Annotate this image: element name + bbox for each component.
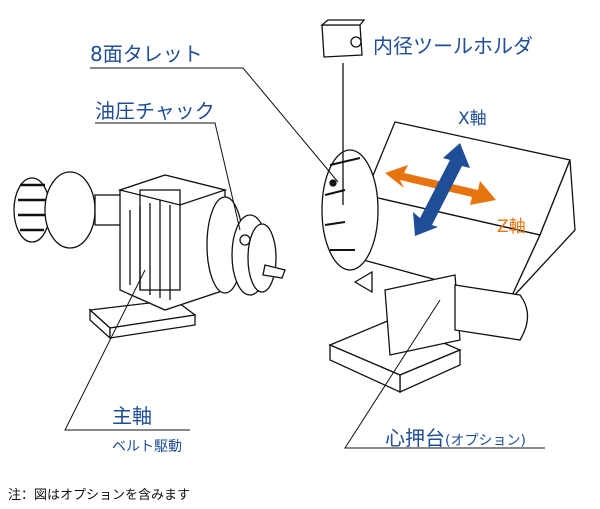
z-axis-label: Z軸 bbox=[497, 217, 526, 237]
tailstock-drawing bbox=[328, 270, 529, 394]
spindle-label: 主軸 bbox=[112, 404, 152, 428]
tailstock-option-text: (オプション) bbox=[445, 433, 526, 449]
x-axis-label: X軸 bbox=[458, 109, 487, 129]
belt-drive-label: ベルト駆動 bbox=[112, 439, 182, 455]
chuck-label: 油圧チャック bbox=[95, 99, 215, 123]
leader-lines bbox=[64, 67, 545, 449]
tool-holder-drawing bbox=[320, 19, 366, 205]
spindle-unit bbox=[13, 171, 286, 340]
turret-unit bbox=[321, 121, 576, 301]
turret-label: 8面タレット bbox=[90, 42, 203, 66]
footnote: 注：図はオプションを含みます bbox=[8, 488, 191, 503]
tailstock-text: 心押台 bbox=[385, 426, 445, 450]
tailstock-label: 心押台(オプション) bbox=[385, 422, 526, 451]
tool-holder-label: 内径ツールホルダ bbox=[373, 34, 533, 58]
x-axis-arrow bbox=[413, 143, 470, 236]
